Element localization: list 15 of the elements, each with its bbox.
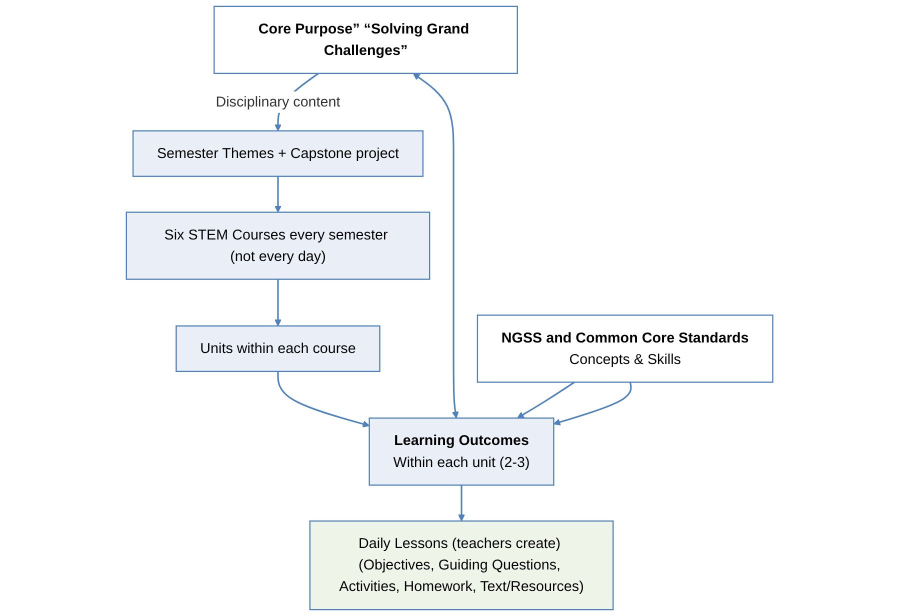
arrow bbox=[274, 279, 282, 326]
arrow bbox=[412, 73, 459, 418]
arrow bbox=[517, 382, 575, 418]
arrow bbox=[277, 371, 370, 428]
arrow bbox=[553, 382, 632, 426]
edge-label: Disciplinary content bbox=[216, 94, 340, 110]
node-box: Semester Themes + Capstone project bbox=[132, 130, 424, 177]
arrow bbox=[458, 485, 465, 522]
node-box: Learning Outcomes Within each unit (2-3) bbox=[368, 418, 554, 486]
node-box: Six STEM Courses every semester (not every day) bbox=[126, 212, 430, 280]
node-box: NGSS and Common Core Standards Concepts & Skills bbox=[476, 314, 774, 383]
node-box: Core Purpose” “Solving Grand Challenges” bbox=[214, 6, 518, 74]
node-box: Daily Lessons (teachers create) (Objectives, Guiding Questions, Activities, Homework, Text/Resources) bbox=[309, 520, 614, 610]
arrow bbox=[274, 176, 282, 213]
node-box: Units within each course bbox=[176, 325, 380, 372]
